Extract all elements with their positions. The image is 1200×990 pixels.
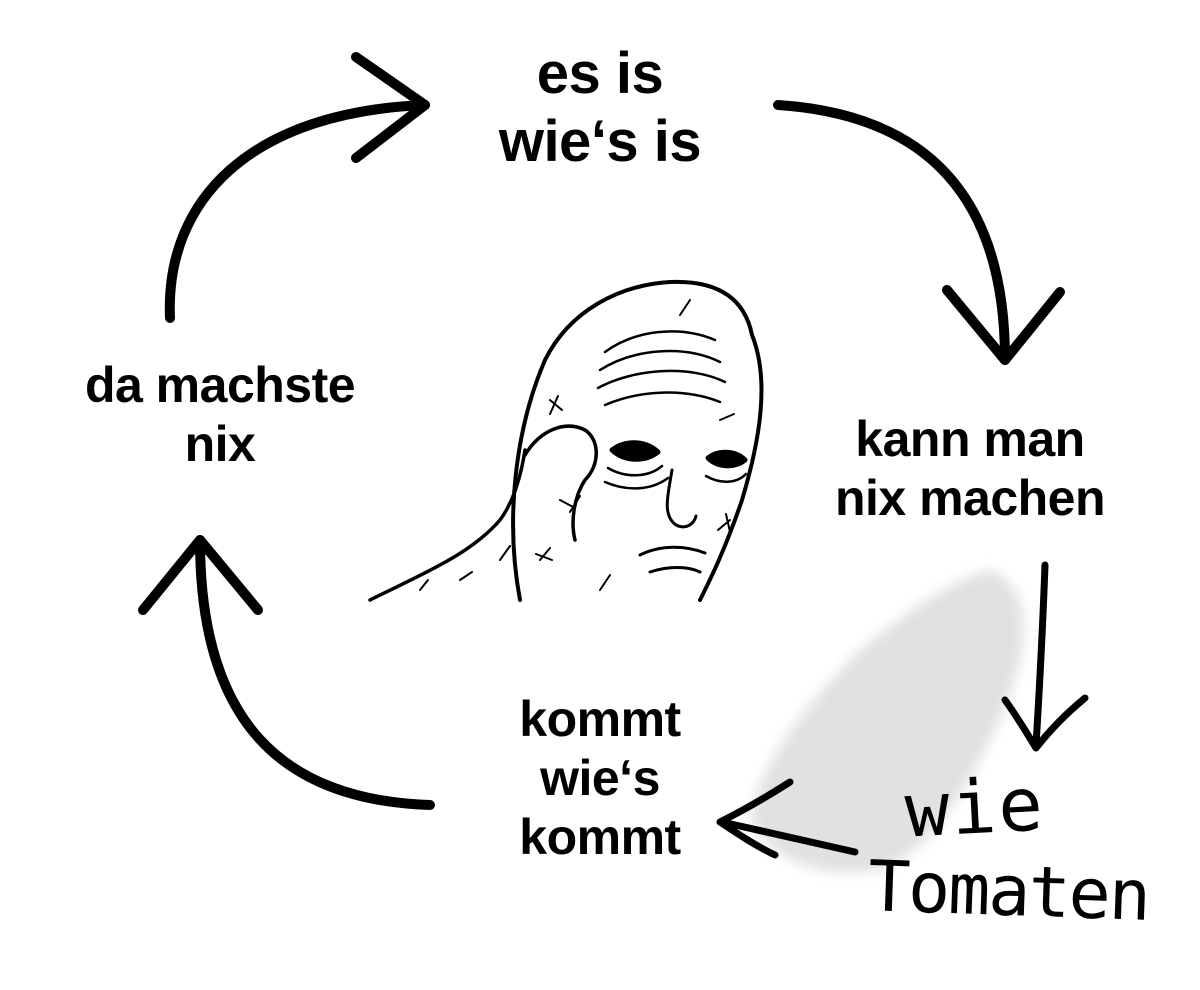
left-eye-bag (603, 464, 670, 490)
node-left-line-2: nix (184, 416, 256, 472)
nose (665, 468, 698, 529)
right-eye-bag (704, 472, 748, 483)
arrow-top-left-icon (164, 52, 430, 323)
arrow-hand-left-icon (716, 778, 859, 859)
node-bottom-line-2: wie‘s (540, 750, 660, 806)
node-top-line-1: es is (536, 41, 664, 106)
cycle-node-bottom: kommt wie‘s kommt (440, 690, 760, 867)
handwritten-line-2: Tomaten (866, 845, 1151, 937)
cycle-node-left: da machste nix (30, 356, 410, 474)
forehead-wrinkles (596, 330, 727, 407)
cycle-node-right: kann man nix machen (780, 410, 1160, 528)
hand-on-face (523, 424, 598, 542)
handwritten-line-1: wie (902, 761, 1047, 855)
node-top-line-2: wie‘s is (498, 109, 702, 175)
right-eye (705, 449, 748, 469)
wojak-illustration (368, 279, 764, 602)
cycle-node-top: es is wie‘s is (440, 40, 760, 177)
head-outline (511, 279, 764, 602)
mouth (638, 545, 707, 574)
node-left-line-1: da machste (84, 357, 356, 413)
skin-cracks (419, 299, 735, 591)
left-eye (609, 440, 661, 462)
arrow-top-right-icon (773, 100, 1065, 365)
shoulder-line (368, 448, 527, 602)
eraser-smudge (750, 570, 1024, 873)
node-right-line-2: nix machen (834, 470, 1106, 526)
node-bottom-line-1: kommt (519, 691, 681, 747)
arrow-bottom-left-icon (138, 535, 435, 810)
node-bottom-line-3: kommt (519, 809, 681, 865)
arrow-hand-down-icon (1001, 561, 1089, 752)
node-right-line-1: kann man (855, 411, 1085, 467)
